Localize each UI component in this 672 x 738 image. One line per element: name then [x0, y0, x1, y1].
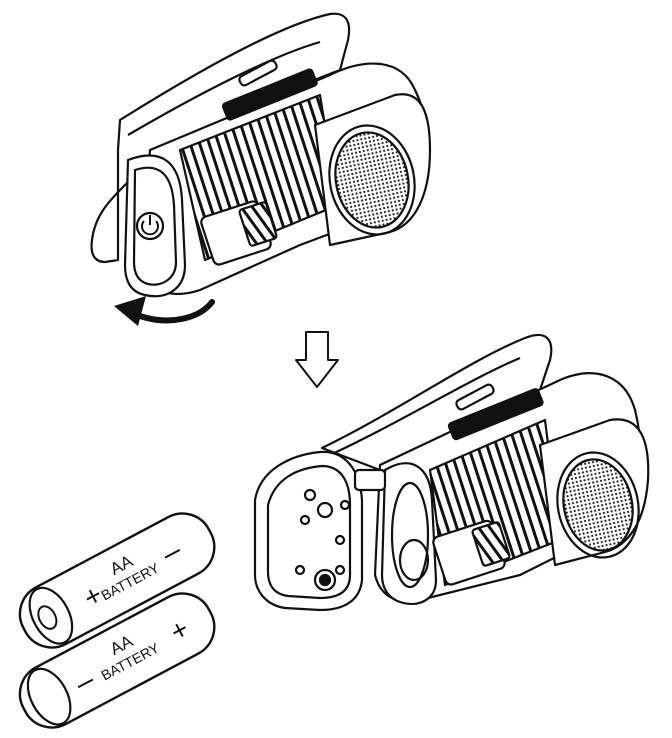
brand-plate: [221, 68, 318, 121]
headlamp-open: NITECORE: [253, 333, 650, 612]
rotate-arrow-icon: [114, 296, 215, 326]
aa-battery-top: + AA BATTERY –: [18, 512, 216, 649]
lens-mesh: [334, 131, 410, 229]
power-button-icon: [135, 211, 165, 241]
lens-mesh-open: [562, 458, 634, 552]
brand-plate-open: [447, 388, 544, 441]
headlamp-closed: NITECORE: [90, 12, 432, 298]
aa-battery-bottom: – AA BATTERY +: [18, 592, 216, 729]
down-arrow-icon: [295, 331, 339, 388]
